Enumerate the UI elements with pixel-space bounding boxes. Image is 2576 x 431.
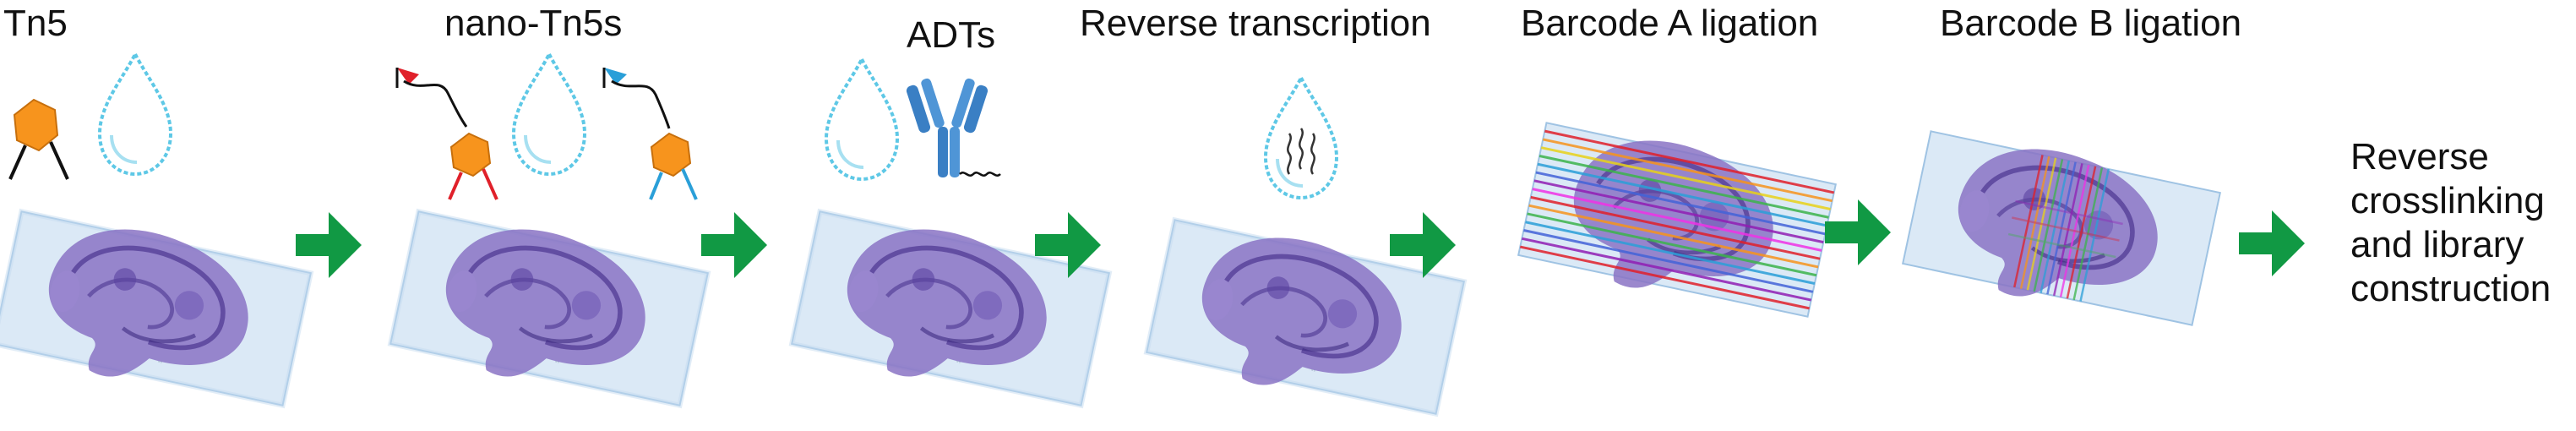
arrow-right-icon bbox=[296, 212, 362, 278]
nano-tn5-blue-icon bbox=[602, 68, 698, 200]
final-step-line: construction bbox=[2350, 268, 2551, 309]
final-step-line: crosslinking bbox=[2350, 180, 2545, 221]
tissue-slide-icon bbox=[389, 205, 709, 413]
barcode-a-slide-icon bbox=[1517, 122, 1837, 318]
final-step-label: Reverse crosslinking and library constru… bbox=[2350, 135, 2551, 311]
arrow-right-icon bbox=[1825, 199, 1891, 265]
antibody-icon bbox=[906, 78, 1001, 177]
final-step-line: and library bbox=[2350, 224, 2524, 265]
droplet-icon bbox=[512, 52, 586, 176]
rna-strands-icon bbox=[1287, 128, 1315, 175]
step-label-reverse-transcription: Reverse transcription bbox=[1080, 3, 1431, 44]
step-label-adts: ADTs bbox=[907, 14, 996, 56]
barcode-b-slide-icon bbox=[1902, 130, 2221, 326]
step-label-barcode-a: Barcode A ligation bbox=[1521, 3, 1819, 44]
step-label-tn5: Tn5 bbox=[3, 3, 68, 44]
tn5-hexagon-icon bbox=[8, 98, 69, 180]
tissue-slide-icon bbox=[0, 205, 312, 413]
arrow-right-icon bbox=[701, 212, 767, 278]
droplet-icon bbox=[825, 57, 899, 181]
step-label-nano-tn5s: nano-Tn5s bbox=[444, 3, 623, 44]
nano-tn5-red-icon bbox=[395, 68, 498, 200]
step-label-barcode-b: Barcode B ligation bbox=[1940, 3, 2242, 44]
arrow-right-icon bbox=[2239, 210, 2305, 276]
droplet-icon bbox=[98, 52, 172, 176]
final-step-line: Reverse bbox=[2350, 136, 2489, 177]
